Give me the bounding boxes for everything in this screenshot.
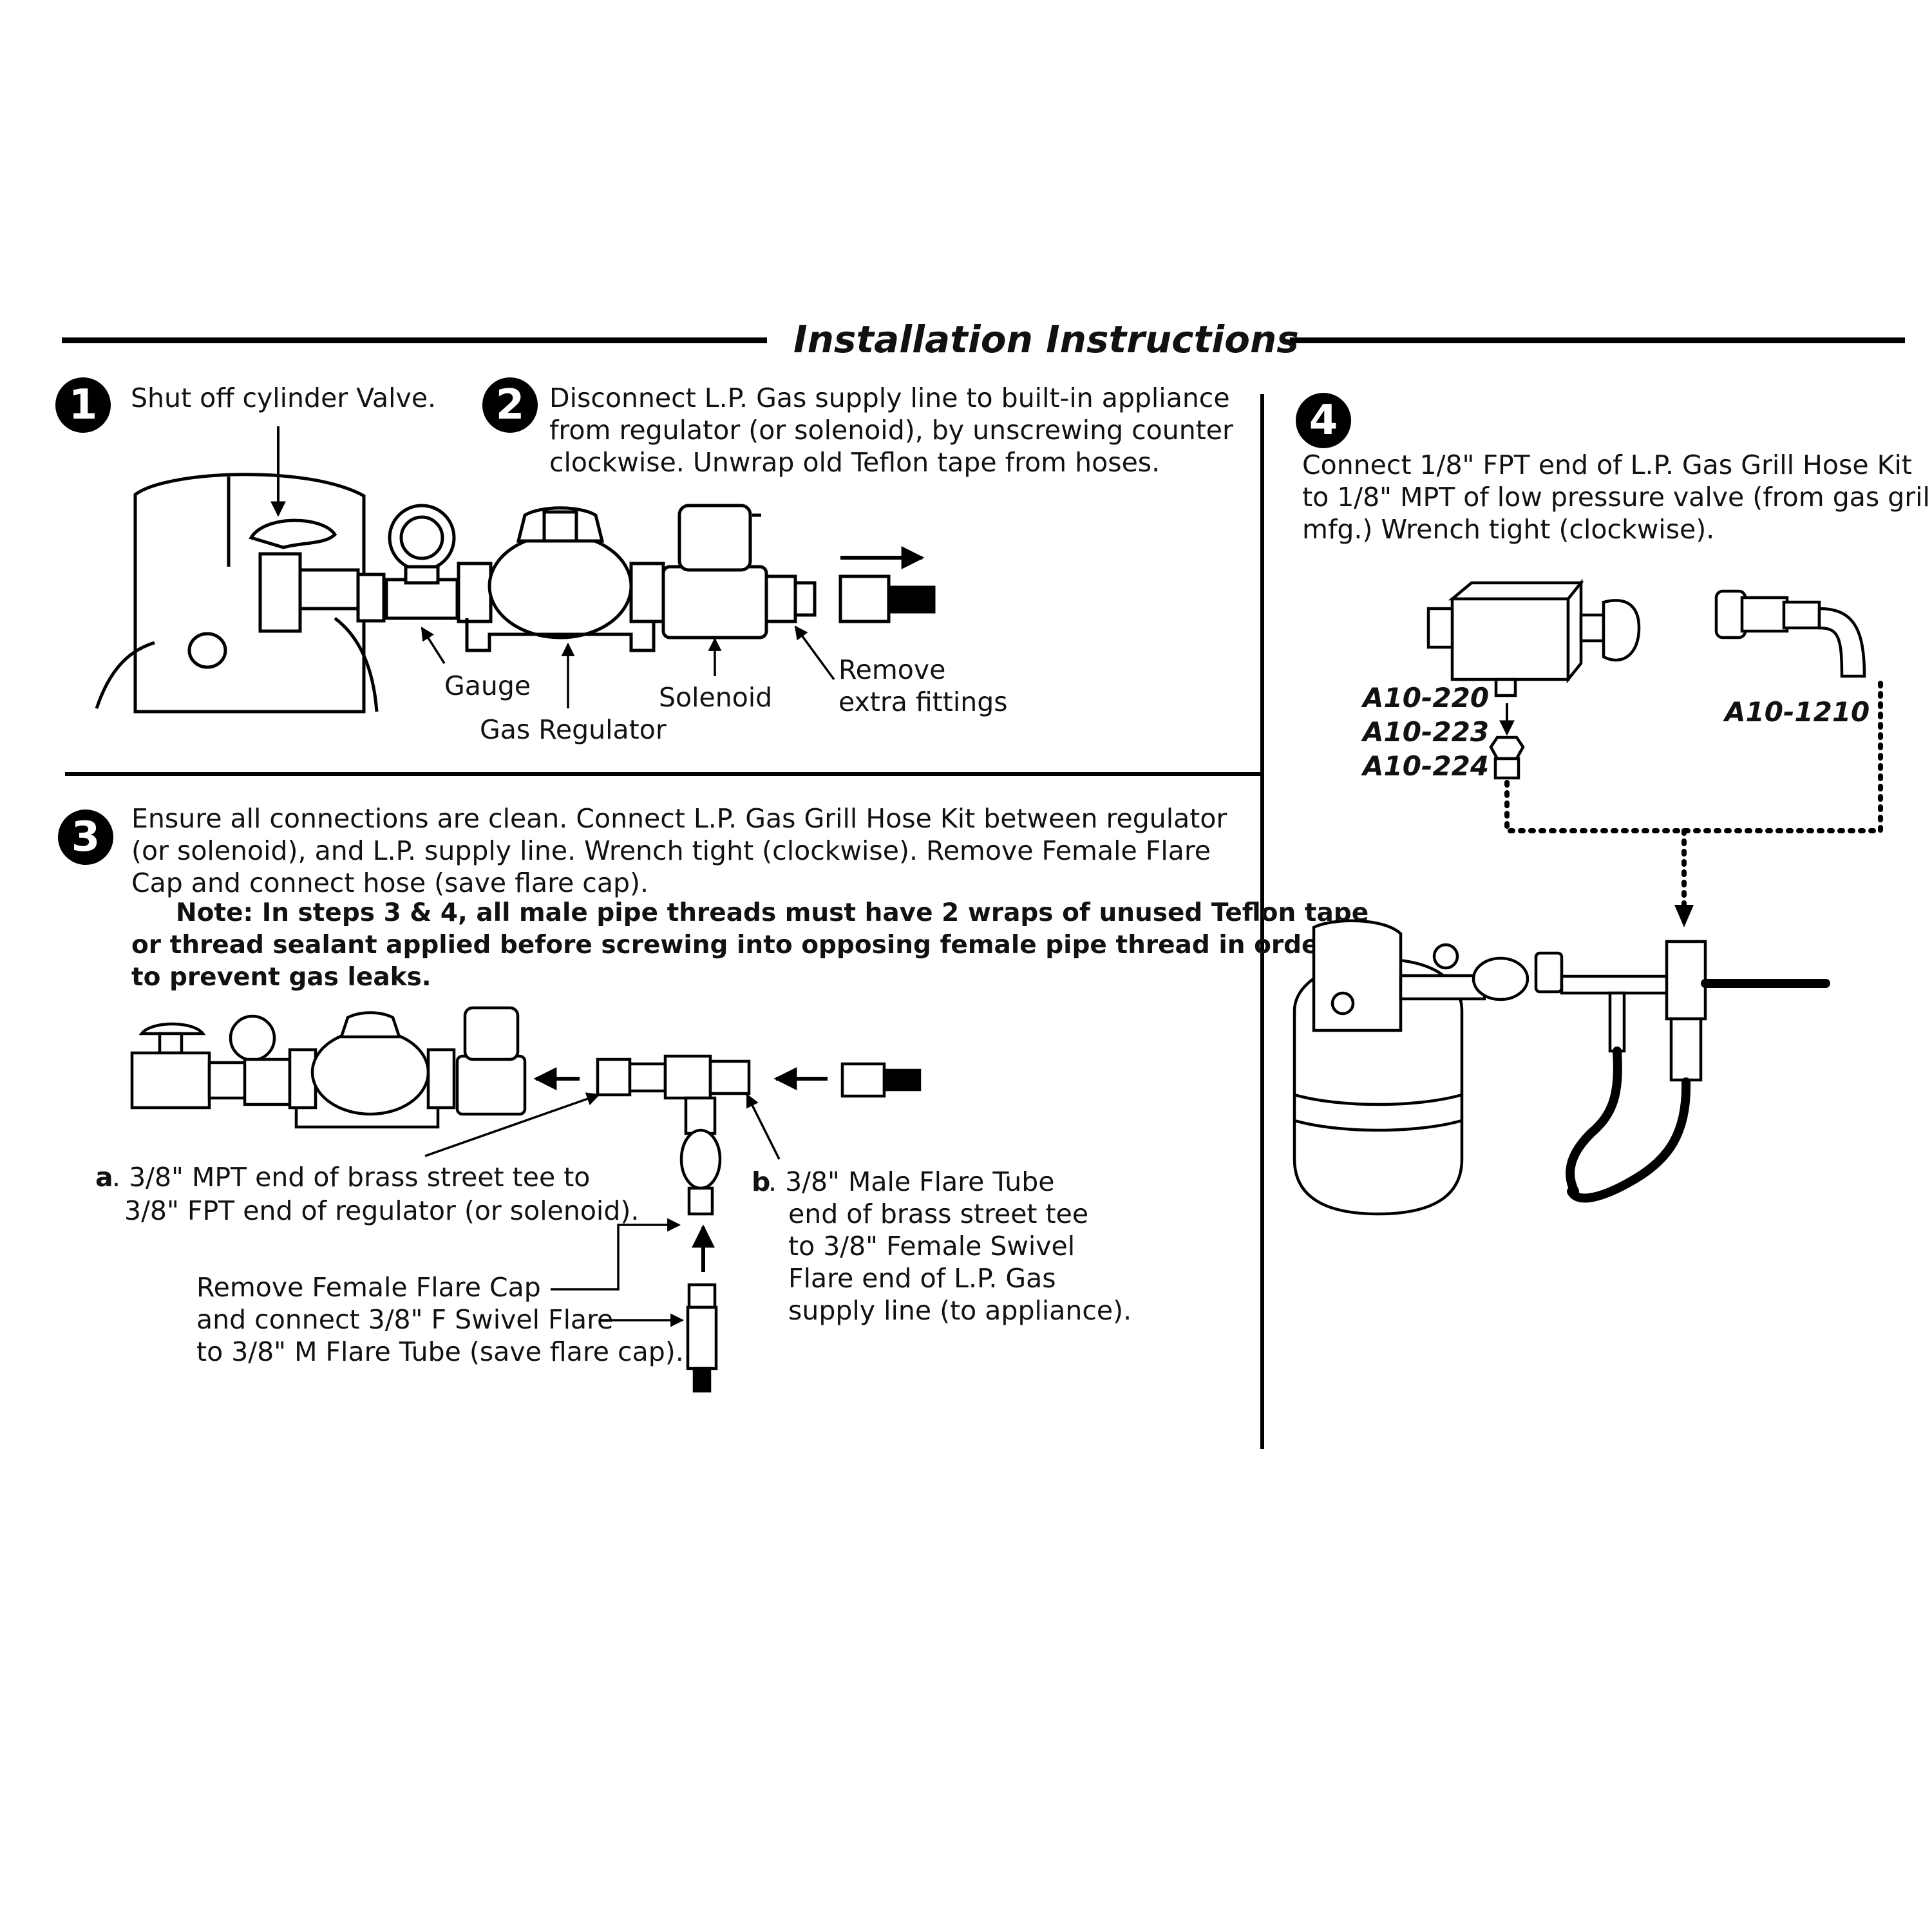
regulator-drawing: [459, 508, 663, 650]
supply-line-drawing: [840, 576, 934, 621]
solenoid-drawing: [663, 506, 815, 638]
step-3-leader-lines: [425, 1095, 779, 1320]
cylinder-valve-assembly: [97, 475, 377, 712]
supply-line-step-3: [842, 1064, 920, 1096]
step-3-assembly: [132, 1008, 525, 1127]
quick-connect-drawing: [1716, 591, 1864, 676]
dotted-connection: [1507, 683, 1880, 914]
flare-hose-step-3: [688, 1285, 716, 1391]
low-pressure-valve-drawing: [1428, 583, 1639, 696]
step-2-leader-lines: [422, 627, 834, 708]
brass-street-tee: [598, 1056, 749, 1214]
gauge-drawing: [358, 506, 457, 621]
adapter-fitting: [1491, 737, 1523, 778]
dotted-arrowhead: [1674, 905, 1694, 927]
